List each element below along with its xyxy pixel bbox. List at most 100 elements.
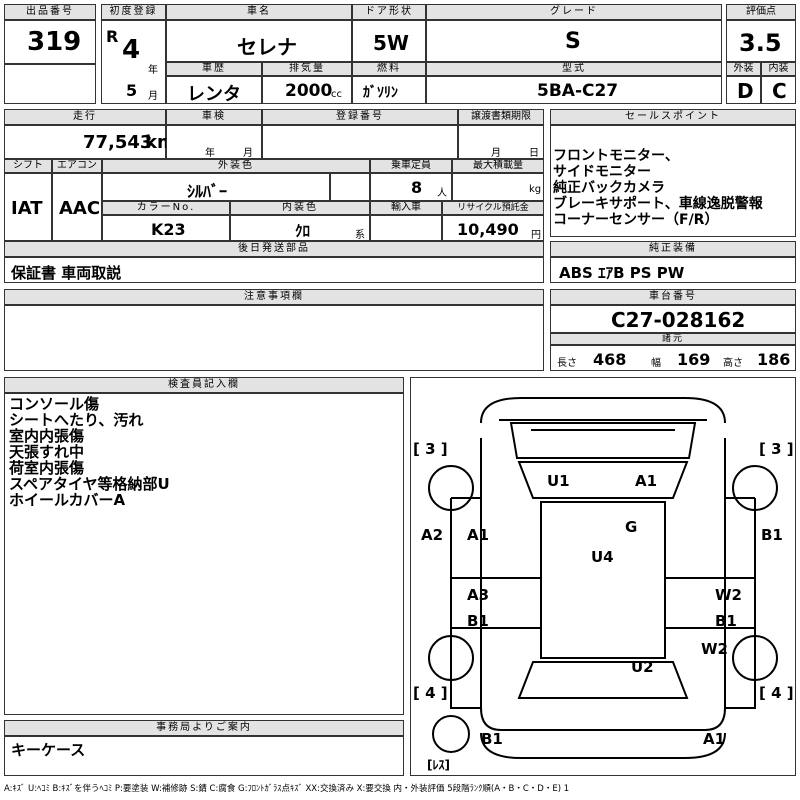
height-label: 高さ [723, 358, 743, 369]
door-cell: 5W [352, 20, 426, 62]
width: 169 [677, 350, 711, 369]
recycle-cell: 10,490 円 [442, 215, 544, 241]
fuel: ｶﾞｿﾘﾝ [363, 85, 398, 101]
damage-mark: B1 [715, 612, 737, 630]
mileage: 77,543 [83, 132, 153, 153]
inspection-label: 車検 [166, 109, 262, 125]
tire-fl-depth: [ 3 ] [413, 440, 448, 458]
inspector-note: 荷室内張傷 [9, 459, 85, 477]
shift: IAT [11, 198, 43, 219]
tire-rl-depth: [ 4 ] [413, 684, 448, 702]
exterior-label: 外装 [726, 62, 761, 76]
damage-mark: B1 [761, 526, 783, 544]
front-bumper [480, 397, 726, 424]
width-label: 幅 [651, 358, 661, 369]
damage-mark: G [625, 518, 638, 536]
displacement-label: 排気量 [262, 62, 352, 76]
interior-grade: C [772, 79, 787, 103]
height: 186 [757, 350, 791, 369]
tire-fr-depth: [ 3 ] [759, 440, 794, 458]
grade-cell: S [426, 20, 722, 62]
sales-point: ブレーキサポート、車線逸脱警報 [553, 196, 763, 212]
transfer-cell: 月 日 [458, 125, 544, 159]
color-no: K23 [151, 220, 186, 239]
dims-label: 諸元 [550, 333, 796, 345]
inspector-note: シートへたり、汚れ [9, 411, 144, 429]
damage-mark: B1 [467, 612, 489, 630]
caution-cell [4, 305, 544, 371]
history-label: 車歴 [166, 62, 262, 76]
first-reg-label: 初度登録 [101, 4, 166, 20]
spare-status: [ﾚｽ] [427, 758, 450, 772]
registration-cell [262, 125, 458, 159]
ext-color-cell: ｼﾙﾊﾞｰ [102, 173, 330, 201]
aircon: AAC [59, 198, 101, 219]
sales-points-cell: フロントモニター、 サイドモニター 純正バックカメラ ブレーキサポート、車線逸脱… [550, 125, 796, 237]
inspector-note: ホイールカバーA [9, 491, 126, 509]
caution-label: 注意事項欄 [4, 289, 544, 305]
sales-point: 純正バックカメラ [553, 180, 665, 196]
inspector-note: スペアタイヤ等格納部U [9, 475, 170, 493]
office-note: キーケース [11, 741, 86, 759]
fuel-label: 燃料 [352, 62, 426, 76]
transfer-label: 譲渡書類期限 [458, 109, 544, 125]
spare-wheel [432, 715, 470, 753]
sales-point: サイドモニター [553, 164, 651, 180]
transfer-month-unit: 月 [491, 148, 501, 159]
first-reg-month: 5 [126, 81, 138, 100]
hood [509, 422, 697, 459]
lot-number: 319 [27, 27, 82, 57]
chassis-cell: C27-028162 [550, 305, 796, 333]
ext-color: ｼﾙﾊﾞｰ [187, 182, 228, 201]
rear-bumper [480, 732, 726, 759]
max-load-cell: kg [452, 173, 544, 201]
equipment: ABS ｴｱB PS PW [559, 264, 685, 282]
grade: S [565, 29, 581, 54]
history: レンタ [187, 84, 241, 105]
model-code: 5BA-C27 [537, 81, 619, 101]
damage-mark: W2 [715, 586, 742, 604]
lot-label: 出品番号 [4, 4, 96, 20]
score-cell: 3.5 [726, 20, 796, 62]
windshield [517, 461, 689, 499]
capacity-cell: 8 人 [370, 173, 452, 201]
registration-label: 登録番号 [262, 109, 458, 125]
later-items-cell: 保証書 車両取説 [4, 257, 544, 283]
inspector-notes: コンソール傷 シートへたり、汚れ 室内内張傷 天張すれ中 荷室内張傷 スペアタイ… [9, 396, 170, 508]
max-load-unit: kg [529, 184, 542, 195]
rear-window [517, 661, 689, 699]
chassis-number: C27-028162 [611, 308, 746, 332]
recycle-label: リサイクル預託金 [442, 201, 544, 215]
car-name-cell: セレナ [166, 20, 352, 62]
office-label: 事務局よりご案内 [4, 720, 404, 736]
damage-mark: A1 [703, 730, 726, 748]
car-name-label: 車名 [166, 4, 352, 20]
door-type: 5W [373, 31, 409, 55]
ext-color-label: 外装色 [102, 159, 370, 173]
grade-label: グレード [426, 4, 722, 20]
model-cell: 5BA-C27 [426, 76, 722, 104]
ac-label: エアコン [52, 159, 102, 173]
month-unit: 月 [148, 91, 158, 102]
damage-mark: U2 [631, 658, 654, 676]
capacity-label: 乗車定員 [370, 159, 452, 173]
car-name: セレナ [237, 35, 297, 59]
body-outline [480, 438, 726, 731]
wheel-rl [428, 635, 474, 681]
lot-blank [4, 64, 96, 104]
inspector-note: 室内内張傷 [9, 427, 85, 445]
damage-mark: U1 [547, 472, 570, 490]
shift-label: シフト [4, 159, 52, 173]
damage-mark: A3 [467, 586, 490, 604]
inspection-cell: 年 月 [166, 125, 262, 159]
exterior-cell: D [726, 76, 761, 104]
roof [540, 501, 666, 659]
score: 3.5 [739, 29, 782, 57]
door-label: ドア形状 [352, 4, 426, 20]
exterior-grade: D [737, 79, 754, 103]
inspection-month-unit: 月 [243, 148, 253, 159]
displacement: 2000 [285, 81, 333, 101]
ext-color-blank [330, 173, 370, 201]
transfer-day-unit: 日 [529, 148, 539, 159]
fuel-cell: ｶﾞｿﾘﾝ [352, 76, 426, 104]
